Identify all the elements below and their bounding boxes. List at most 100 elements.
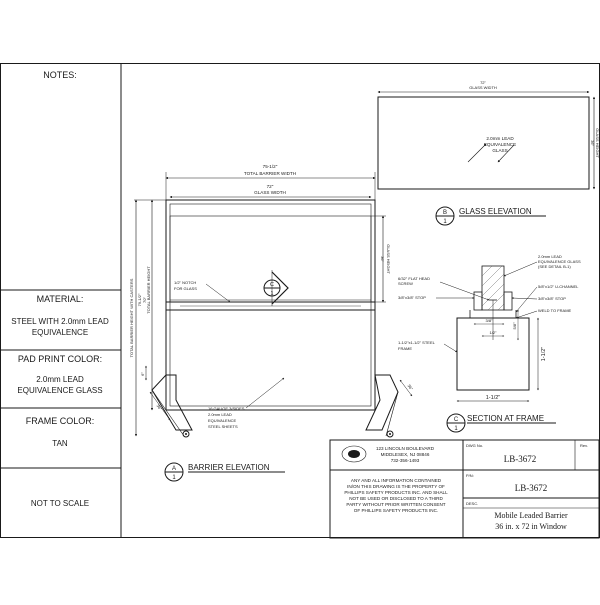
right-leg-base: [385, 391, 399, 437]
lead-glass-leader: [503, 261, 538, 277]
left-leg-base: [151, 389, 185, 437]
weld-note: WELD TO FRAME: [538, 308, 572, 313]
desc-label: DESC.: [466, 501, 478, 506]
steel-note-line-4: STEEL SHEETS: [208, 424, 238, 429]
part-number: LB-3672: [515, 483, 548, 493]
u-channel-leader: [515, 286, 538, 313]
section-frame-title: SECTION AT FRAME: [467, 414, 544, 423]
disclaimer-line-4: NOT BE USED OR DISCLOSED TO A THIRD: [349, 496, 443, 501]
callout-letter: C: [454, 417, 459, 423]
barrier-frame-inner: [169, 203, 372, 407]
glass-hatch: [481, 265, 505, 311]
left-caster: [182, 430, 190, 438]
total-width-value: 75-1/2": [263, 164, 278, 169]
notes-header: NOTES:: [43, 70, 77, 80]
glass-height-value: 36": [380, 256, 385, 262]
caster-left-value: 36": [155, 403, 163, 411]
right-leg: [365, 374, 399, 431]
notch-leader: [205, 283, 231, 303]
section-callout-arrow: [271, 271, 289, 305]
glass-height-value: 36": [590, 140, 595, 146]
steel-frame-note-2: FRAME: [398, 346, 412, 351]
address-line-2: MIDDLESEX, NJ 08846: [381, 452, 430, 457]
dim-frame-width-value: 1-1/2": [486, 395, 501, 401]
company-logo: [341, 445, 367, 463]
barrier-elevation-view: 75-1/2" TOTAL BARRIER WIDTH 72" GLASS WI…: [129, 164, 414, 482]
frame-color-label: FRAME COLOR:: [26, 416, 95, 426]
disclaimer-line-1: ANY AND ALL INFORMATION CONTAINED: [351, 478, 442, 483]
frame-color-value: TAN: [52, 439, 68, 448]
glass-width-label: GLASS WIDTH: [469, 85, 497, 90]
left-stop: [473, 291, 483, 311]
steel-note-leader: [245, 377, 285, 409]
left-leg: [151, 374, 193, 431]
steel-frame-note-1: 1-1/2"x1-1/2" STEEL: [398, 340, 436, 345]
title-block-frame: [329, 439, 600, 539]
pn-label: P/N:: [466, 473, 474, 478]
screw-note-2: SCREW: [398, 281, 413, 286]
glass-elevation-view: 72" GLASS WIDTH 36" GLASS HEIGHT 2.0mm L…: [377, 80, 600, 226]
callout-number: 1: [172, 475, 176, 481]
scale-note: NOT TO SCALE: [31, 499, 89, 508]
title-block: 123 LINCOLN BOULEVARD MIDDLESEX, NJ 0884…: [329, 439, 600, 539]
glass-note-leader-left: [467, 143, 487, 163]
steel-note-line-3: EQUIVALENCE: [208, 418, 236, 423]
caster-left-dimension: [149, 391, 171, 421]
glass-width-label: GLASS WIDTH: [254, 190, 286, 195]
dim-frame-height-value: 1-1/2": [541, 347, 547, 362]
total-height-casters-value: 79-1/2": [137, 293, 142, 306]
dwg-label: DWG No.: [466, 443, 483, 448]
screw-leader: [439, 281, 490, 301]
total-height-label: TOTAL BARRIER HEIGHT: [146, 266, 151, 314]
barrier-glass-window: [169, 215, 372, 303]
company-logo-mark: [348, 450, 360, 458]
total-width-label: TOTAL BARRIER WIDTH: [244, 171, 296, 176]
rev-label: Rev.: [580, 443, 588, 448]
description-line-1: Mobile Leaded Barrier: [494, 511, 568, 520]
lead-glass-note-3: (SEE DETAIL B-1): [538, 264, 571, 269]
weld-leader: [515, 310, 538, 319]
description-line-2: 36 in. x 72 in Window: [495, 522, 567, 531]
sheet-border: [0, 63, 600, 538]
stop-right-leader: [511, 297, 538, 300]
u-channel-note: 5/8"x1/2" U-CHANNEL: [538, 284, 579, 289]
steel-note-line-1: 16 GAUGE 3/SIDES: [208, 406, 245, 411]
callout-letter: A: [172, 466, 176, 472]
glass-height-label: GLASS HEIGHT: [386, 244, 391, 274]
caster-right-value: 36": [406, 383, 414, 391]
barrier-mid-rail: [165, 301, 376, 311]
barrier-frame-outer: [165, 199, 376, 411]
glass-width-value: 72": [267, 184, 274, 189]
glass-panel-outline: [377, 96, 590, 190]
callout-number: 1: [454, 426, 458, 432]
barrier-elevation-title: BARRIER ELEVATION: [188, 463, 270, 472]
stop-left-note: 3/8"x3/8" STOP: [398, 295, 426, 300]
dim-1-2-value: 1/2": [490, 330, 498, 335]
notch-note-line-2: FOR GLASS: [174, 286, 197, 291]
total-height-casters-label: TOTAL BARRIER HEIGHT WITH CASTERS: [129, 278, 134, 357]
section-at-frame-view: 2.0mm LEAD EQUIVALENCE GLASS (SEE DETAIL…: [398, 254, 581, 433]
lead-glass-note-2: EQUIVALENCE GLASS: [538, 259, 581, 264]
disclaimer-line-3: PHILLIPS SAFETY PRODUCTS INC. AND SHALL: [344, 490, 448, 495]
disclaimer-line-5: PARTY WITHOUT PRIOR WRITTEN CONSENT: [346, 502, 445, 507]
steel-frame-leader: [443, 343, 458, 353]
pad-print-value-line-2: EQUIVALENCE GLASS: [17, 386, 102, 395]
right-caster: [386, 430, 394, 438]
lead-glass-note-1: 2.0mm LEAD: [538, 254, 562, 259]
right-stop: [503, 291, 513, 311]
material-value-line-2: EQUIVALENCE: [32, 328, 88, 337]
pad-print-label: PAD PRINT COLOR:: [18, 354, 102, 364]
glass-note-line-1: 2.0mm LEAD: [486, 136, 514, 141]
right-caster-hub: [389, 433, 391, 435]
callout-number: 1: [443, 219, 447, 225]
stop-right-note: 3/8"x3/8" STOP: [538, 296, 566, 301]
caster-mid-value: 6": [140, 372, 145, 376]
dim-5-8-value: 5/8": [512, 322, 517, 330]
left-caster-hub: [185, 433, 187, 435]
steel-note-line-2: 2.0mm LEAD: [208, 412, 232, 417]
dwg-number: LB-3672: [504, 454, 537, 464]
caster-right-dimension: [399, 379, 413, 397]
screw-note-1: 6/32" FLAT HEAD: [398, 276, 430, 281]
